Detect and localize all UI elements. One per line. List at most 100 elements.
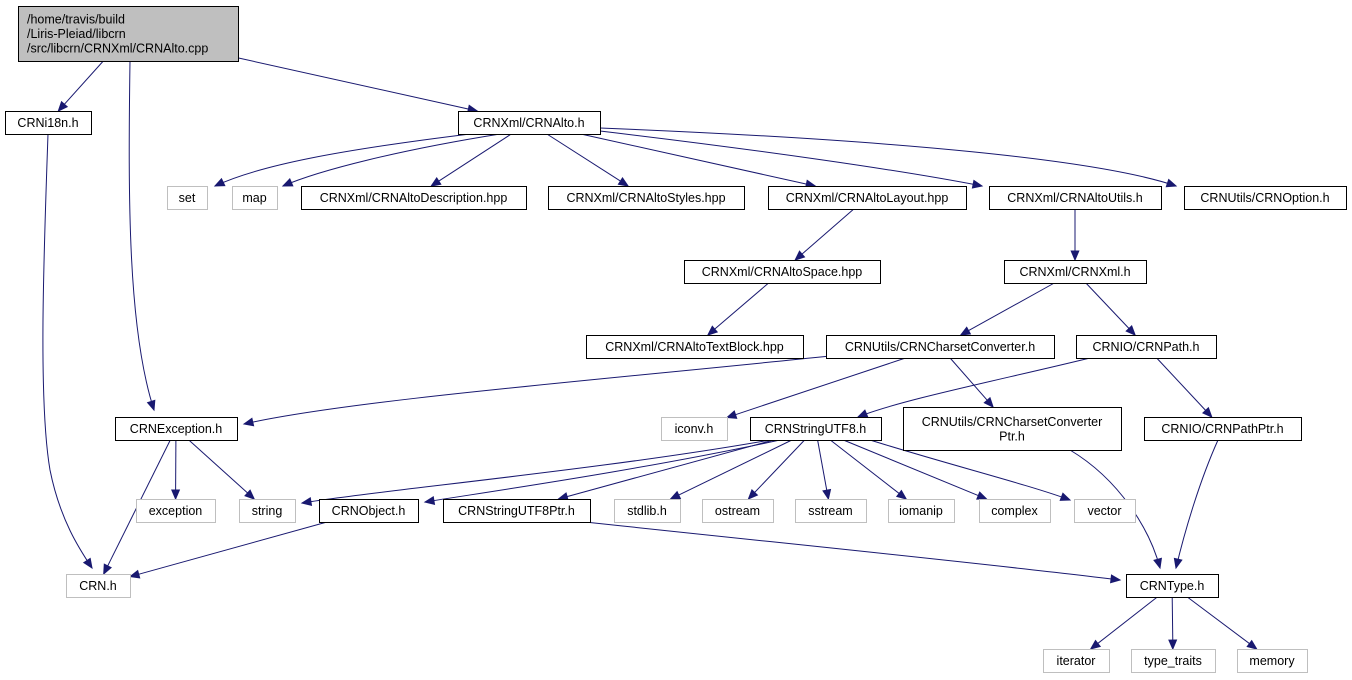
node-alto_styles[interactable]: CRNXml/CRNAltoStyles.hpp [548, 186, 745, 210]
edge-alto_h-to-alto_styles [546, 133, 630, 187]
node-label: type_traits [1144, 654, 1202, 668]
node-alto_utils[interactable]: CRNXml/CRNAltoUtils.h [989, 186, 1162, 210]
node-sstream: sstream [795, 499, 867, 523]
edge-crntype-to-type_traits [1168, 596, 1178, 651]
node-box [239, 499, 296, 523]
node-box [903, 407, 1122, 451]
node-crnobject[interactable]: CRNObject.h [319, 499, 419, 523]
node-label: CRNStringUTF8.h [765, 422, 866, 436]
node-label: CRNXml/CRNAlto.h [473, 116, 584, 130]
arrowhead-icon [281, 178, 294, 187]
node-label: CRNUtils/CRNCharsetConverter.h [845, 340, 1035, 354]
node-label: complex [991, 504, 1038, 518]
edge-alto_space-to-alto_textblock [706, 282, 769, 336]
edge-root-to-crnexception [128, 60, 156, 412]
node-label: CRN.h [79, 579, 117, 593]
node-label: set [179, 191, 196, 205]
node-box [1131, 649, 1216, 673]
node-label: stdlib.h [627, 504, 667, 518]
node-label: vector [1087, 504, 1121, 518]
edge-line [857, 357, 1091, 418]
node-box [1184, 186, 1347, 210]
node-alto_h[interactable]: CRNXml/CRNAlto.h [458, 111, 601, 135]
node-map: map [232, 186, 278, 210]
edge-line [676, 439, 793, 497]
edge-crnpathptr-to-crntype [1173, 439, 1219, 570]
edge-line [214, 133, 471, 187]
edge-stringutf8-to-stringutf8ptr [557, 439, 774, 501]
edge-crnexception-to-string [188, 439, 256, 500]
edge-alto_h-to-crnoption [599, 127, 1178, 188]
edge-line [829, 439, 902, 496]
edge-crnpath-to-crnpathptr [1156, 357, 1213, 418]
node-label: CRNException.h [130, 422, 222, 436]
edge-charset_conv-to-crnexception [242, 355, 831, 427]
node-stringutf8[interactable]: CRNStringUTF8.h [750, 417, 882, 441]
node-alto_textblock[interactable]: CRNXml/CRNAltoTextBlock.hpp [586, 335, 804, 359]
node-box [458, 111, 601, 135]
edge-crnpath-to-stringutf8 [856, 357, 1091, 418]
node-crnpath[interactable]: CRNIO/CRNPath.h [1076, 335, 1217, 359]
node-box [1043, 649, 1110, 673]
node-crni18n[interactable]: CRNi18n.h [5, 111, 92, 135]
arrowhead-icon [1168, 639, 1178, 651]
edge-charset_conv-to-charset_conv_ptr [949, 357, 994, 408]
arrowhead-icon [1125, 325, 1136, 336]
node-label: /src/libcrn/CRNXml/CRNAlto.cpp [27, 42, 208, 56]
node-iterator: iterator [1043, 649, 1110, 673]
node-box [5, 111, 92, 135]
node-root[interactable]: /home/travis/build/Liris-Pleiad/libcrn/s… [18, 6, 239, 62]
arrowhead-icon [1110, 574, 1122, 584]
edge-line [712, 282, 769, 331]
edge-crnxml-to-charset_conv [959, 282, 1055, 336]
edge-line [237, 57, 471, 110]
node-box [1004, 260, 1147, 284]
arrowhead-icon [959, 326, 972, 336]
edge-line [1171, 596, 1174, 643]
edge-crntype-to-memory [1187, 596, 1258, 650]
edge-stringutf8-to-crnobject [423, 439, 781, 505]
edge-line [1187, 596, 1252, 646]
edge-stringutf8-to-iomanip [829, 439, 908, 500]
node-stringutf8ptr[interactable]: CRNStringUTF8Ptr.h [443, 499, 591, 523]
node-label: CRNUtils/CRNCharsetConverter [922, 415, 1103, 429]
node-crnpathptr[interactable]: CRNIO/CRNPathPtr.h [1144, 417, 1302, 441]
edge-stringutf8-to-stdlib [669, 439, 793, 500]
node-label: CRNXml/CRNAltoTextBlock.hpp [605, 340, 784, 354]
node-box [548, 186, 745, 210]
arrowhead-icon [706, 325, 719, 336]
arrowhead-icon [1202, 406, 1213, 418]
node-label: iterator [1057, 654, 1096, 668]
node-box [443, 499, 591, 523]
arrowhead-icon [822, 488, 832, 501]
node-alto_space[interactable]: CRNXml/CRNAltoSpace.hpp [684, 260, 881, 284]
node-crnexception[interactable]: CRNException.h [115, 417, 238, 441]
node-box [115, 417, 238, 441]
edge-stringutf8ptr-to-crntype [584, 521, 1122, 584]
node-crnxml[interactable]: CRNXml/CRNXml.h [1004, 260, 1147, 284]
edge-line [62, 60, 104, 107]
edge-alto_h-to-map [281, 133, 501, 187]
node-charset_conv[interactable]: CRNUtils/CRNCharsetConverter.h [826, 335, 1055, 359]
node-box [826, 335, 1055, 359]
node-box [768, 186, 967, 210]
edge-alto_h-to-alto_desc [430, 133, 512, 187]
arrowhead-icon [128, 569, 141, 579]
edges-layer [42, 57, 1258, 651]
node-label: exception [149, 504, 203, 518]
node-alto_desc[interactable]: CRNXml/CRNAltoDescription.hpp [301, 186, 527, 210]
node-label: /Liris-Pleiad/libcrn [27, 27, 126, 41]
node-box [586, 335, 804, 359]
node-alto_layout[interactable]: CRNXml/CRNAltoLayout.hpp [768, 186, 967, 210]
edge-line [966, 282, 1055, 333]
node-crntype[interactable]: CRNType.h [1126, 574, 1219, 598]
node-box [684, 260, 881, 284]
arrowhead-icon [242, 417, 255, 427]
arrowhead-icon [976, 491, 988, 500]
edge-crnobject-to-crn_h [128, 521, 328, 579]
edge-charset_conv-to-iconv [725, 357, 906, 419]
arrowhead-icon [747, 489, 759, 500]
edge-crntype-to-iterator [1089, 596, 1158, 650]
node-crnoption[interactable]: CRNUtils/CRNOption.h [1184, 186, 1347, 210]
